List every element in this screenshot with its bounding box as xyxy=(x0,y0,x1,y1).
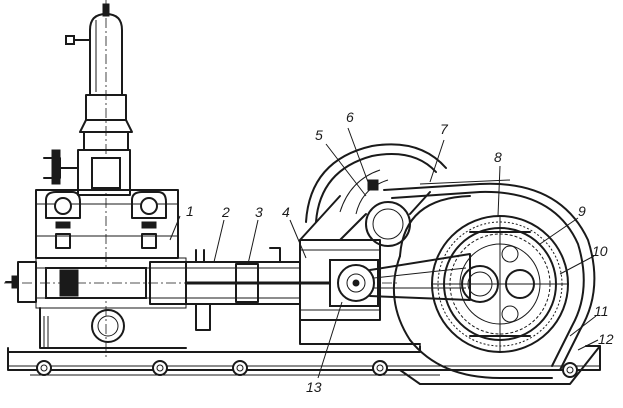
callout-numbers: 1 2 3 4 5 6 7 8 9 10 11 12 13 xyxy=(186,109,614,395)
hydraulic-cylinder xyxy=(5,257,187,349)
callout-9: 9 xyxy=(578,203,586,219)
callout-10: 10 xyxy=(592,243,608,259)
callout-13: 13 xyxy=(306,379,322,395)
base-frame xyxy=(7,316,601,385)
callout-4: 4 xyxy=(282,204,290,220)
callout-2: 2 xyxy=(221,204,230,220)
main-gear xyxy=(431,215,569,353)
callout-3: 3 xyxy=(255,204,263,220)
callout-1: 1 xyxy=(186,203,194,219)
callout-7: 7 xyxy=(440,121,449,137)
callout-5: 5 xyxy=(315,127,323,143)
crosshead xyxy=(329,259,379,307)
flywheel xyxy=(299,143,447,247)
connecting-rod xyxy=(369,253,471,301)
callout-leaders xyxy=(169,127,599,379)
valve-chest xyxy=(35,149,179,259)
callout-6: 6 xyxy=(346,109,354,125)
callout-8: 8 xyxy=(494,149,502,165)
callout-12: 12 xyxy=(598,331,614,347)
callout-11: 11 xyxy=(594,303,609,319)
gear-housing xyxy=(383,179,596,379)
